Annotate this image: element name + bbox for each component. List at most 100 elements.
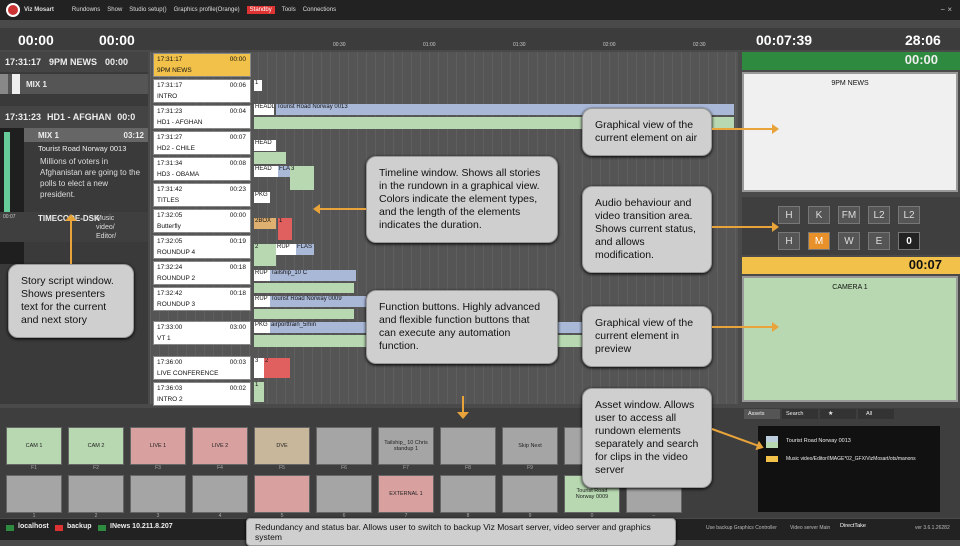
story-name: ROUNDUP 3 xyxy=(157,301,196,308)
status-inews[interactable]: INews 10.211.8.207 xyxy=(110,523,173,530)
function-button[interactable]: Skip Next xyxy=(502,427,558,465)
function-button[interactable] xyxy=(192,475,248,513)
story-dur: 03:00 xyxy=(229,324,246,331)
function-button[interactable]: CAM 2 xyxy=(68,427,124,465)
app-name: Viz Mosart xyxy=(24,7,54,13)
timeline-bar[interactable]: PKG xyxy=(254,192,270,203)
story-dur: 00:02 xyxy=(229,385,246,392)
menu-show[interactable]: Show xyxy=(107,7,123,13)
timeline-bar[interactable]: Tourist Road Norway 0013 xyxy=(276,104,734,115)
transition-duration[interactable]: 0 xyxy=(898,232,920,250)
callout-status: Redundancy and status bar. Allows user t… xyxy=(246,518,676,546)
function-button[interactable]: CAM 1 xyxy=(6,427,62,465)
clock-elapsed: 00:07:39 xyxy=(756,32,813,48)
menu-studio-setup[interactable]: Studio setup() xyxy=(129,7,167,13)
asset-tab-assets[interactable]: Assets xyxy=(744,409,780,419)
timeline-bar[interactable]: 1 xyxy=(278,218,292,240)
timeline-bar[interactable]: FLA xyxy=(278,166,292,177)
function-button[interactable]: Tailship_ 10 Chris standup 1 xyxy=(378,427,434,465)
audio-btn[interactable]: L2 xyxy=(868,206,890,224)
window-controls[interactable]: − × xyxy=(940,5,952,14)
script-show-header[interactable]: 17:31:17 9PM NEWS 00:00 xyxy=(0,52,148,72)
function-button[interactable]: LIVE 2 xyxy=(192,427,248,465)
story-dur: 00:08 xyxy=(229,160,246,167)
function-button[interactable] xyxy=(6,475,62,513)
status-backup[interactable]: backup xyxy=(67,523,92,530)
timeline-bar[interactable]: Tourist Road Norway 0009 xyxy=(270,296,366,307)
function-button[interactable]: DVE xyxy=(254,427,310,465)
function-button[interactable] xyxy=(316,475,372,513)
function-button[interactable] xyxy=(68,475,124,513)
function-button[interactable]: EXTERNAL 1 xyxy=(378,475,434,513)
timeline-bar[interactable]: 1 xyxy=(254,382,264,402)
transition-btn[interactable]: H xyxy=(778,232,800,250)
story-dur: 00:23 xyxy=(229,186,246,193)
timeline-bar[interactable]: FLAS xyxy=(296,244,314,255)
function-button[interactable] xyxy=(440,427,496,465)
function-button[interactable] xyxy=(130,475,186,513)
script-text[interactable]: Millions of voters in Afghanistan are go… xyxy=(40,157,141,199)
function-button[interactable] xyxy=(254,475,310,513)
timeline-bar[interactable]: HEADL xyxy=(254,104,274,115)
menu-rundowns[interactable]: Rundowns xyxy=(71,7,101,13)
asset-tab-favorites[interactable]: ★ xyxy=(820,409,856,419)
transition-btn-active[interactable]: M xyxy=(808,232,830,250)
function-key-label: F8 xyxy=(465,465,471,471)
timeline-bar[interactable]: PKG xyxy=(254,322,270,333)
story-name: LIVE CONFERENCE xyxy=(157,370,219,377)
timeline-bar[interactable]: 3 xyxy=(254,358,264,378)
asset-item[interactable]: Music video/Editor/IMAGE*02_GFX/VizMosar… xyxy=(786,456,916,462)
menu-standby[interactable]: Standby xyxy=(246,6,275,14)
timeline-bar[interactable]: RUP xyxy=(254,270,270,281)
timeline-bar[interactable]: HEAD xyxy=(254,166,278,177)
arrow-head-icon xyxy=(457,412,469,419)
function-button[interactable]: LIVE 1 xyxy=(130,427,186,465)
audio-btn[interactable]: L2 xyxy=(898,206,920,224)
menu-connections[interactable]: Connections xyxy=(302,7,337,13)
timeline-bar[interactable]: 2BOX xyxy=(254,218,276,229)
timeline-bar[interactable]: Tailship_10 C xyxy=(270,270,356,281)
audio-btn[interactable]: FM xyxy=(838,206,860,224)
status-localhost[interactable]: localhost xyxy=(18,523,49,530)
timeline-bar[interactable]: 1 xyxy=(254,80,262,91)
menu-tools[interactable]: Tools xyxy=(281,7,296,13)
timeline-bar[interactable]: 2 xyxy=(264,358,290,378)
timeline-bar[interactable]: HEAD xyxy=(254,140,276,151)
mix1-block[interactable]: MIX 1 03:12 xyxy=(24,128,148,142)
audio-btn[interactable]: K xyxy=(808,206,830,224)
asset-item[interactable]: Tourist Road Norway 0013 xyxy=(786,438,851,444)
mix1-label[interactable]: MIX 1 xyxy=(26,79,47,89)
menu-graphics-profile[interactable]: Graphics profile(Orange) xyxy=(173,7,240,13)
audio-btn[interactable]: H xyxy=(778,206,800,224)
function-button[interactable] xyxy=(316,427,372,465)
ruler-tick: 01:00 xyxy=(423,42,436,48)
status-video[interactable]: Video server Main xyxy=(790,525,831,531)
status-directtake[interactable]: DirectTake xyxy=(840,523,866,529)
transition-btn[interactable]: W xyxy=(838,232,860,250)
timeline-bar[interactable]: 3 xyxy=(290,166,314,190)
timeline-bar[interactable]: 2 xyxy=(254,244,276,266)
timeline-bar[interactable]: RUP xyxy=(254,296,270,307)
function-button[interactable] xyxy=(502,475,558,513)
timeline-bar[interactable]: RUP xyxy=(276,244,298,255)
script-story-header[interactable]: 17:31:23 HD1 - AFGHAN 00:0 xyxy=(0,106,148,128)
transition-btn[interactable]: E xyxy=(868,232,890,250)
asset-tab-search[interactable]: Search xyxy=(782,409,818,419)
function-button[interactable] xyxy=(440,475,496,513)
asset-tab-all[interactable]: All xyxy=(858,409,894,419)
asset-list[interactable]: Tourist Road Norway 0013 Music video/Edi… xyxy=(758,426,940,512)
status-gfx[interactable]: Use backup Graphics Controller xyxy=(706,525,777,531)
